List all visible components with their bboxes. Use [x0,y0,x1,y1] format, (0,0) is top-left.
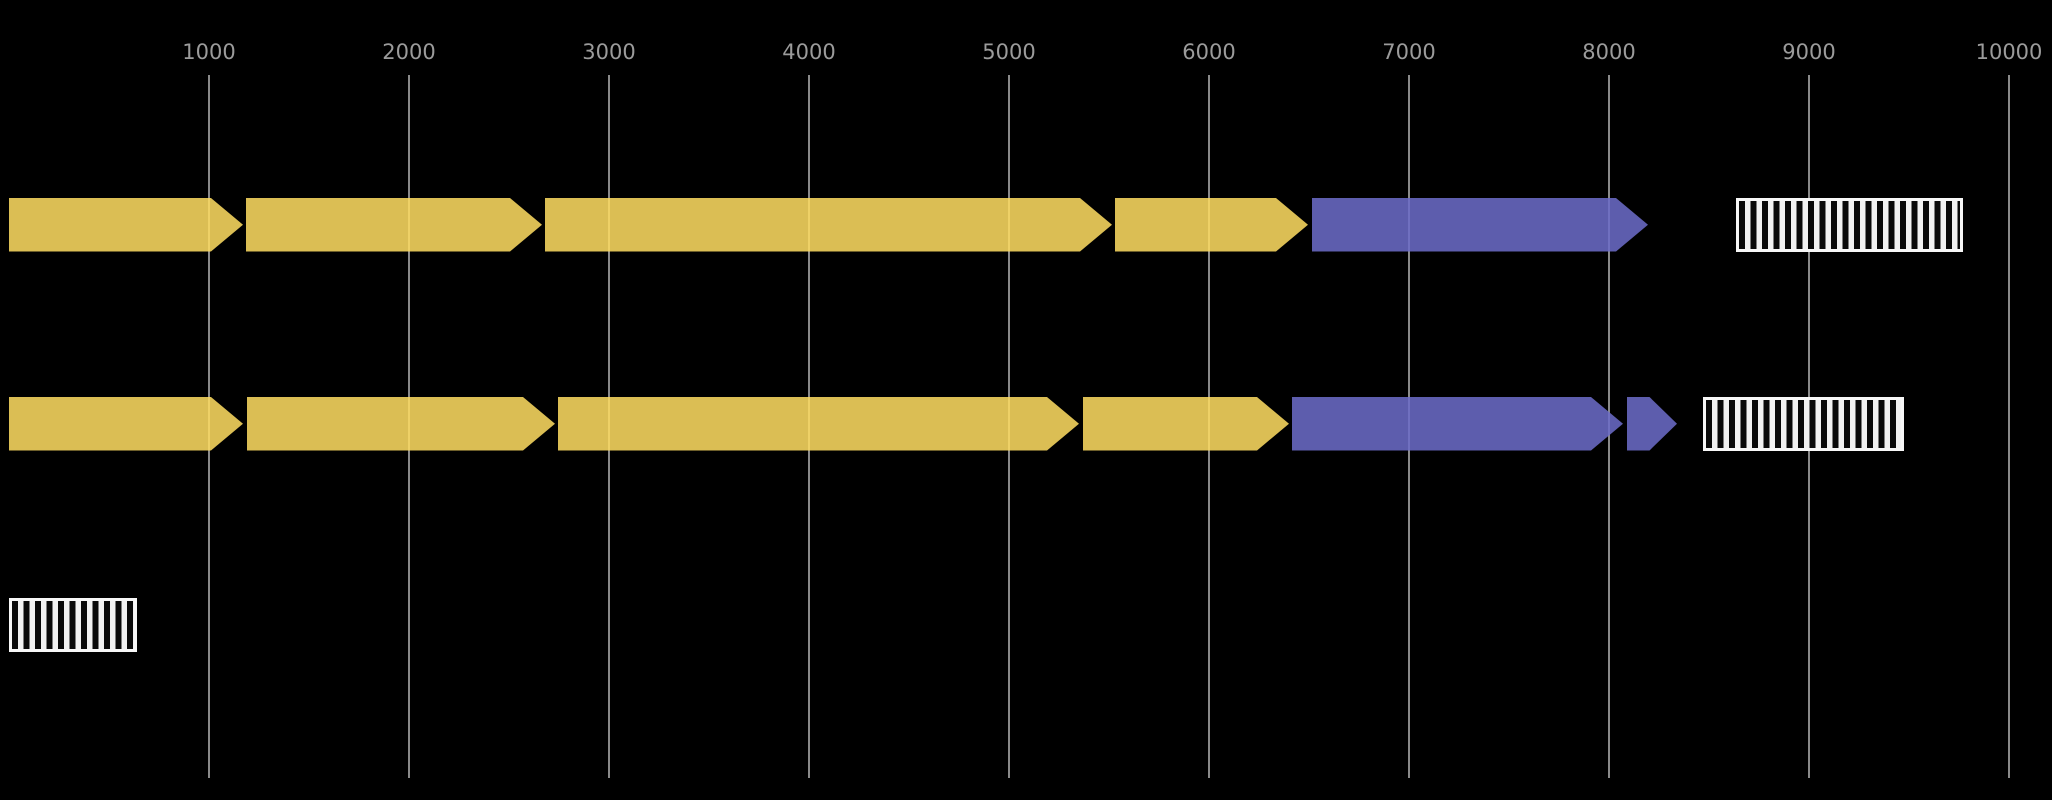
x-tick-label: 6000 [1182,40,1236,64]
x-tick-label: 8000 [1582,40,1636,64]
gene-arrow-yellow [246,198,542,252]
x-tick-label: 2000 [382,40,436,64]
x-tick-label: 1000 [182,40,236,64]
hatched-feature [1736,198,1963,252]
gene-arrow-blue [1312,198,1648,252]
hatched-feature [1703,397,1904,451]
gene-arrow-yellow [1115,198,1308,252]
gene-arrow-blue [1627,397,1677,451]
gene-arrow-yellow [558,397,1079,451]
gene-arrow-yellow [247,397,555,451]
x-tick-label: 10000 [1975,40,2043,64]
gene-arrow-yellow [1083,397,1289,451]
gene-arrow-yellow [9,198,243,252]
gene-arrow-yellow [545,198,1112,252]
x-tick-label: 3000 [582,40,636,64]
hatched-feature [9,598,137,652]
x-tick-label: 9000 [1782,40,1836,64]
x-tick-label: 5000 [982,40,1036,64]
gridline-10000 [2008,75,2010,778]
gene-arrow-blue [1292,397,1623,451]
gene-arrow-yellow [9,397,243,451]
x-tick-label: 4000 [782,40,836,64]
x-tick-label: 7000 [1382,40,1436,64]
